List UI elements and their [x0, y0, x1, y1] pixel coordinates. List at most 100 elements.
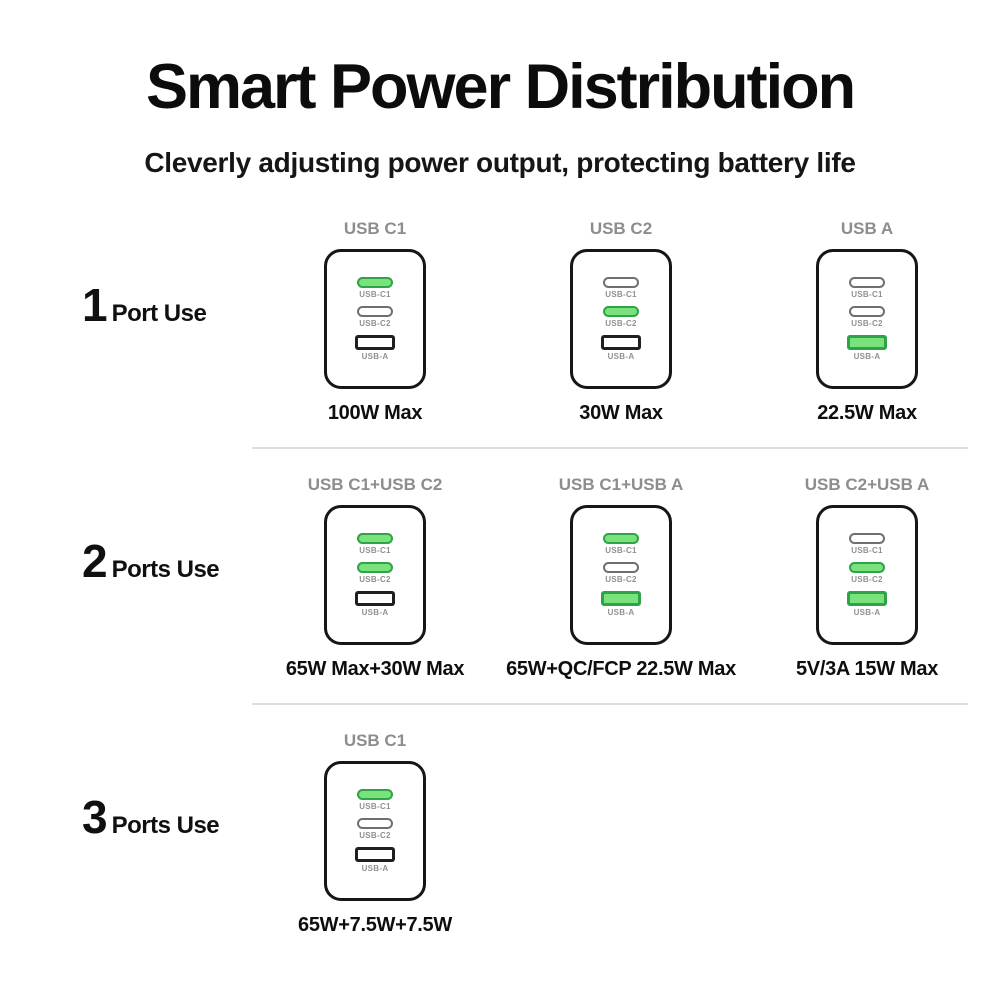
usb-c1-port: USB-C1	[357, 532, 393, 555]
usb-a-port-name: USB-A	[853, 351, 881, 361]
usb-a-port-name: USB-A	[361, 863, 389, 873]
usb-c1-port: USB-C1	[357, 788, 393, 811]
usb-a-port: USB-A	[355, 590, 395, 617]
power-caption: 65W+7.5W+7.5W	[298, 913, 452, 936]
charger-front: USB-C1 USB-C2 USB-A	[816, 248, 918, 389]
usb-a-port-name: USB-A	[607, 351, 635, 361]
charger-front: USB-C1 USB-C2 USB-A	[324, 504, 426, 645]
usb-c2-port-name: USB-C2	[359, 574, 391, 584]
row-number: 1	[82, 278, 108, 331]
usb-a-port-name: USB-A	[361, 607, 389, 617]
port-combo-label: USB C1	[343, 218, 407, 238]
row-label: 2 Ports Use	[0, 534, 252, 588]
usb-c2-port-name: USB-C2	[851, 574, 883, 584]
usb-c1-port-icon	[357, 788, 393, 800]
charger-usage-diagram: USB C1+USB A USB-C1 USB-C2 USB-A	[498, 475, 744, 681]
power-caption: 65W Max+30W Max	[285, 657, 465, 680]
usb-c1-port-name: USB-C1	[851, 545, 883, 555]
page-subtitle: Cleverly adjusting power output, protect…	[144, 146, 856, 178]
charger-usage-diagram: USB C1 USB-C1 USB-C2 USB-A 65W+7.	[252, 731, 498, 937]
row-3-ports-use: 3 Ports Use USB C1 USB-C1 USB-C2	[0, 731, 1000, 937]
port-combo-label: USB C1	[343, 730, 407, 750]
row-divider	[252, 446, 968, 449]
usb-a-port: USB-A	[847, 590, 887, 617]
power-caption: 100W Max	[327, 401, 423, 424]
usb-c1-port: USB-C1	[603, 276, 639, 299]
usb-c2-port-icon	[849, 561, 885, 573]
charger-front: USB-C1 USB-C2 USB-A	[324, 760, 426, 901]
row-number: 3	[82, 790, 108, 843]
usb-a-port: USB-A	[355, 846, 395, 873]
usb-a-port-name: USB-A	[607, 607, 635, 617]
usb-c1-port-icon	[357, 276, 393, 288]
power-caption: 30W Max	[579, 401, 663, 424]
charger-usage-diagram: USB C1+USB C2 USB-C1 USB-C2 USB-A	[252, 475, 498, 681]
page-title: Smart Power Distribution	[145, 52, 856, 122]
usb-c1-port: USB-C1	[849, 276, 885, 299]
port-combo-label: USB C2+USB A	[804, 474, 930, 494]
usb-c1-port-icon	[849, 276, 885, 288]
usb-c2-port-icon	[603, 305, 639, 317]
usb-a-port-icon	[601, 334, 641, 350]
power-caption: 65W+QC/FCP 22.5W Max	[506, 657, 736, 680]
usb-a-port-icon	[355, 334, 395, 350]
usb-a-port: USB-A	[601, 334, 641, 361]
usb-c2-port: USB-C2	[849, 305, 885, 328]
usb-c1-port: USB-C1	[849, 532, 885, 555]
port-combo-label: USB C1+USB C2	[307, 474, 443, 494]
row-text: Ports Use	[111, 555, 220, 583]
usb-c2-port-icon	[357, 817, 393, 829]
row-1-port-use: 1 Port Use USB C1 USB-C1 USB-C2	[0, 219, 1000, 425]
charger-usage-diagram: USB C1 USB-C1 USB-C2 USB-A 100W M	[252, 219, 498, 425]
usb-a-port-name: USB-A	[361, 351, 389, 361]
row-text: Ports Use	[111, 811, 220, 839]
usb-c1-port-icon	[849, 532, 885, 544]
usb-a-port-icon	[355, 590, 395, 606]
row-divider	[252, 702, 968, 705]
usb-c1-port-name: USB-C1	[605, 545, 637, 555]
usb-c2-port: USB-C2	[603, 305, 639, 328]
row-text: Port Use	[111, 299, 207, 327]
port-combo-label: USB C2	[589, 218, 653, 238]
usb-c1-port: USB-C1	[603, 532, 639, 555]
charger-usage-diagram: USB C2 USB-C1 USB-C2 USB-A 30W Ma	[498, 219, 744, 425]
charger-usage-diagram: USB A USB-C1 USB-C2 USB-A 22.5W M	[744, 219, 990, 425]
usb-c2-port-icon	[603, 561, 639, 573]
power-caption: 5V/3A 15W Max	[795, 657, 939, 680]
usb-c1-port-name: USB-C1	[359, 545, 391, 555]
charger-front: USB-C1 USB-C2 USB-A	[570, 504, 672, 645]
usb-c2-port-name: USB-C2	[605, 318, 637, 328]
usage-rows: 1 Port Use USB C1 USB-C1 USB-C2	[0, 219, 1000, 937]
row-label: 1 Port Use	[0, 278, 252, 332]
usb-c1-port-name: USB-C1	[605, 289, 637, 299]
usb-c2-port-name: USB-C2	[359, 318, 391, 328]
usb-c2-port-name: USB-C2	[359, 830, 391, 840]
row-label: 3 Ports Use	[0, 790, 252, 844]
usb-c2-port: USB-C2	[357, 817, 393, 840]
usb-c2-port-icon	[849, 305, 885, 317]
usb-c1-port: USB-C1	[357, 276, 393, 299]
usb-c2-port: USB-C2	[357, 305, 393, 328]
port-combo-label: USB C1+USB A	[558, 474, 684, 494]
port-combo-label: USB A	[840, 218, 894, 238]
usb-a-port-icon	[847, 334, 887, 350]
usb-a-port-icon	[847, 590, 887, 606]
usb-a-port: USB-A	[601, 590, 641, 617]
charger-front: USB-C1 USB-C2 USB-A	[324, 248, 426, 389]
usb-c1-port-icon	[603, 276, 639, 288]
usb-c1-port-icon	[357, 532, 393, 544]
usb-c2-port-icon	[357, 561, 393, 573]
row-2-ports-use: 2 Ports Use USB C1+USB C2 USB-C1 USB-C2	[0, 475, 1000, 681]
usb-c1-port-name: USB-C1	[359, 801, 391, 811]
usb-c2-port: USB-C2	[603, 561, 639, 584]
charger-usage-diagram: USB C2+USB A USB-C1 USB-C2 USB-A	[744, 475, 990, 681]
power-caption: 22.5W Max	[817, 401, 917, 424]
usb-c2-port-icon	[357, 305, 393, 317]
row-number: 2	[82, 534, 108, 587]
usb-c2-port: USB-C2	[849, 561, 885, 584]
usb-c1-port-icon	[603, 532, 639, 544]
charger-front: USB-C1 USB-C2 USB-A	[816, 504, 918, 645]
usb-a-port: USB-A	[355, 334, 395, 361]
usb-c1-port-name: USB-C1	[359, 289, 391, 299]
